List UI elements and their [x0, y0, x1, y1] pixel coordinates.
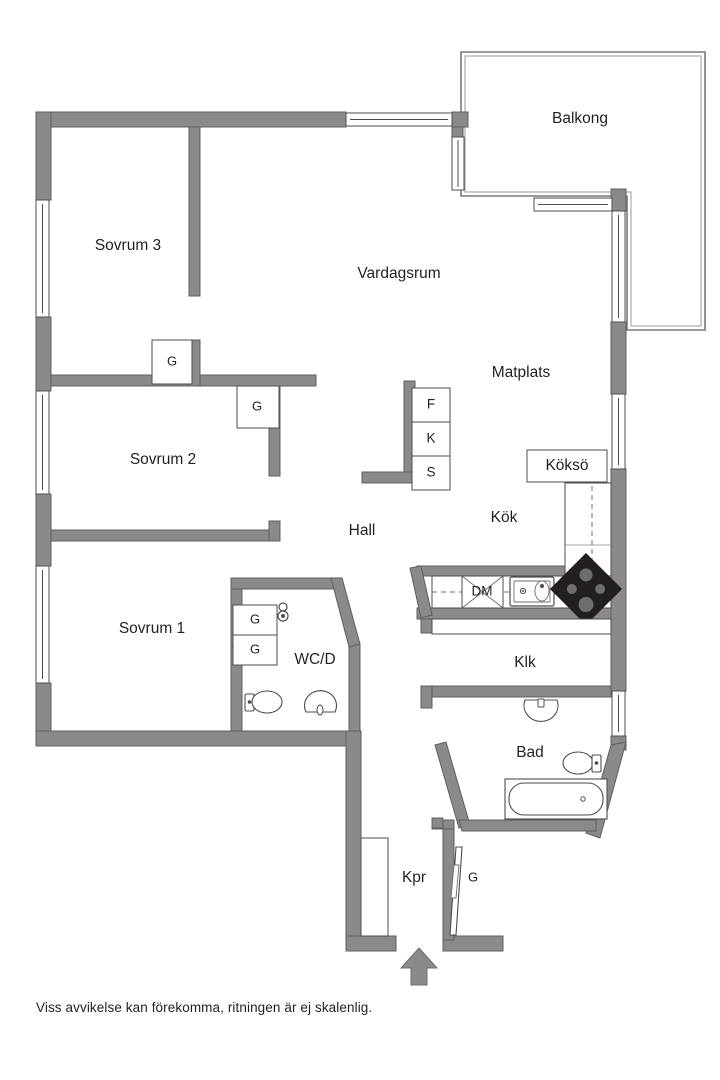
closet-labels: G G G G G [167, 353, 478, 884]
balcony-door [451, 136, 465, 191]
room-labels: Sovrum 3 Sovrum 2 Sovrum 1 Vardagsrum Ba… [95, 110, 608, 886]
window-right-matplats [611, 210, 626, 323]
room-label-kpr: Kpr [402, 869, 426, 886]
window-left-sovrum3 [35, 199, 50, 318]
wcd-fixtures [244, 602, 338, 716]
appliance-label-fridge: F [427, 397, 435, 412]
entrance-arrow-icon [399, 947, 439, 986]
klk-counter [431, 618, 612, 635]
appliance-label-freezer: K [426, 431, 435, 446]
room-label-kok: Kök [491, 509, 518, 526]
balcony-outline [460, 51, 706, 331]
appliance-labels: F K S DM Köksö [426, 397, 588, 599]
appliance-column [411, 387, 451, 491]
closet-label-kpr: G [468, 869, 478, 884]
room-label-sovrum3: Sovrum 3 [95, 237, 161, 254]
washbasin-icon-bad [523, 698, 559, 722]
appliance-label-island: Köksö [545, 457, 588, 474]
window-top-vardagsrum [345, 112, 453, 127]
window-right-bad [611, 690, 626, 737]
toilet-icon-bad [562, 751, 602, 775]
windows [35, 112, 626, 737]
kpr-fixtures [360, 837, 463, 937]
room-label-klk: Klk [514, 654, 536, 671]
bathtub-icon [504, 778, 608, 820]
closet-box-wcd-top [232, 604, 278, 636]
walls [35, 111, 627, 952]
dishwasher-icon [461, 575, 504, 609]
closet-label-sovrum3: G [167, 353, 177, 368]
window-left-sovrum2 [35, 390, 50, 495]
stove-hob-icon [549, 552, 623, 626]
kitchen-sink-icon [509, 576, 555, 607]
window-right-kok [611, 393, 626, 470]
room-label-balkong: Balkong [552, 110, 608, 127]
closet-label-wcd-top: G [250, 611, 260, 626]
room-label-wcd: WC/D [294, 651, 335, 668]
closet-box-sovrum3 [151, 339, 193, 385]
bad-fixtures [504, 698, 608, 820]
room-label-matplats: Matplats [492, 364, 551, 381]
room-label-sovrum2: Sovrum 2 [130, 451, 196, 468]
room-label-hall: Hall [349, 522, 376, 539]
appliance-label-dishwasher: DM [472, 584, 493, 599]
disclaimer-note: Viss avvikelse kan förekomma, ritningen … [36, 1000, 373, 1015]
window-left-sovrum1 [35, 565, 50, 684]
kitchen-island-box [526, 449, 608, 483]
room-label-bad: Bad [516, 744, 544, 761]
room-label-sovrum1: Sovrum 1 [119, 620, 185, 637]
closet-door-leaf-kpr [449, 846, 463, 936]
room-label-vardagsrum: Vardagsrum [357, 265, 440, 282]
closet-boxes [151, 339, 280, 666]
closet-box-wcd-bottom [232, 634, 278, 666]
washing-machine-icon [277, 602, 289, 622]
toilet-icon-wcd [244, 690, 283, 714]
closet-label-wcd-bot: G [250, 641, 260, 656]
closet-box-sovrum2 [236, 385, 280, 429]
window-balcony-lower [533, 197, 613, 212]
closet-label-sovrum2: G [252, 398, 262, 413]
appliance-label-stove: S [426, 465, 435, 480]
washbasin-icon-wcd [303, 690, 338, 716]
kitchen-counter [431, 482, 623, 626]
